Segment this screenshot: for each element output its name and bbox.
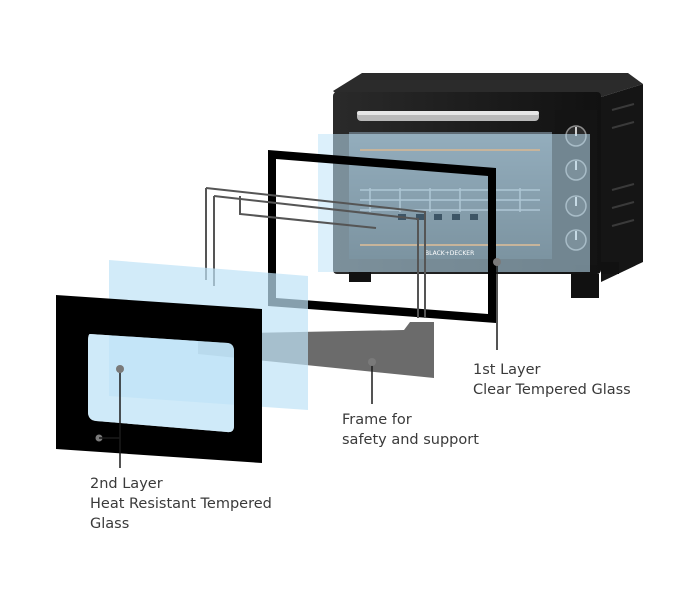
callout-marker — [368, 358, 376, 366]
first-layer-glass — [318, 134, 590, 272]
callout-leader-first-layer — [493, 258, 501, 350]
oven-foot — [349, 272, 371, 282]
callout-text: Heat Resistant Tempered — [90, 496, 272, 512]
callout-text: safety and support — [342, 432, 479, 448]
callout-marker — [116, 365, 124, 373]
callout-text: Clear Tempered Glass — [473, 382, 631, 398]
oven-foot — [571, 274, 599, 298]
callout-title: Frame for — [342, 412, 412, 428]
callout-second-layer: 2nd Layer Heat Resistant Tempered Glass — [90, 474, 272, 534]
callout-title: 2nd Layer — [90, 476, 163, 492]
callout-frame: Frame for safety and support — [342, 410, 479, 450]
callout-marker — [493, 258, 501, 266]
oven-side-panel — [601, 84, 643, 282]
callout-first-layer: 1st Layer Clear Tempered Glass — [473, 360, 631, 400]
callout-text: Glass — [90, 516, 130, 532]
callout-title: 1st Layer — [473, 362, 541, 378]
front-door-panel — [56, 295, 262, 463]
callout-leader-frame — [368, 358, 376, 404]
side-vents — [611, 103, 635, 227]
callout-leader-second-layer — [95, 365, 124, 468]
oven-brand-logo: BLACK+DECKER — [425, 250, 474, 257]
door-window-glass — [88, 334, 234, 433]
oven-top — [333, 73, 643, 97]
